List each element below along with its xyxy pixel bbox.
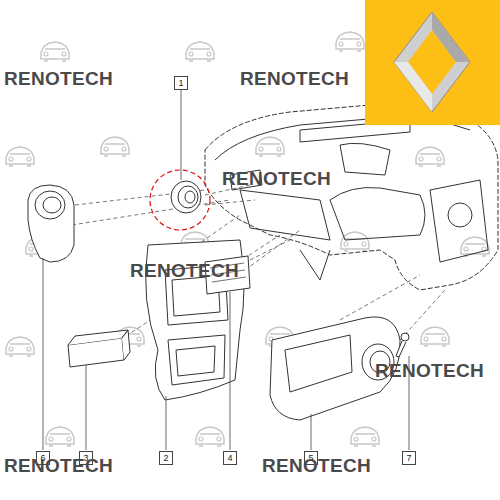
watermark: RENOTECH [222,168,331,190]
watermark: RENOTECH [4,68,113,90]
callout-number: 7 [402,451,415,465]
watermark: RENOTECH [4,455,113,477]
watermark: RENOTECH [130,260,239,282]
callout-number: 2 [159,451,172,465]
callout-number: 4 [223,451,236,465]
watermark: RENOTECH [262,455,371,477]
watermark: RENOTECH [240,68,349,90]
watermark: RENOTECH [375,360,484,382]
callout-number: 1 [174,76,187,90]
